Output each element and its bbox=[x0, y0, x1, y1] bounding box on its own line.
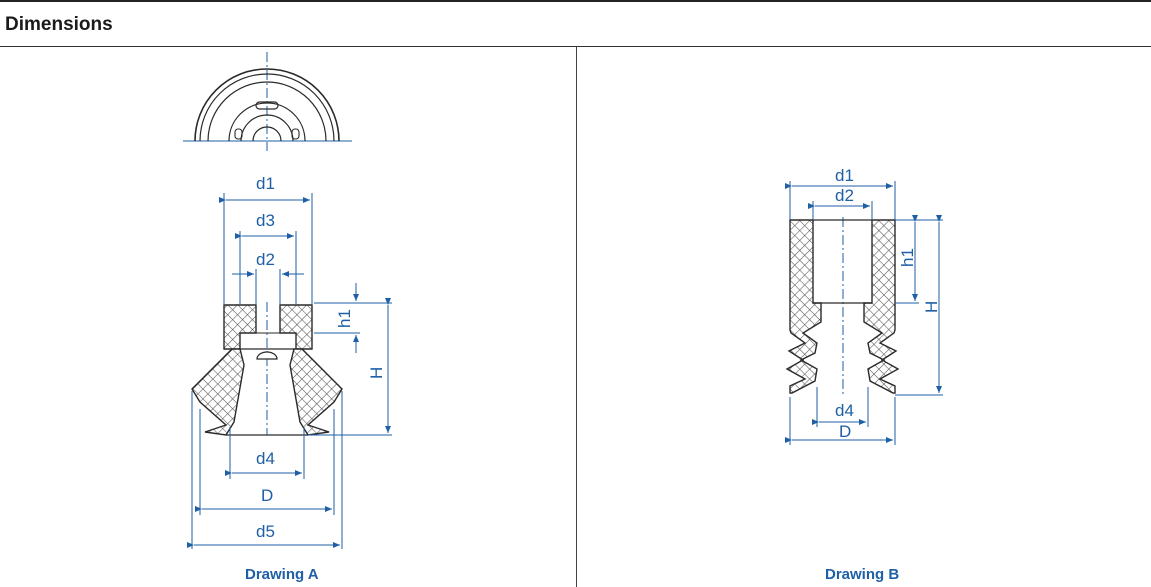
label-d4: d4 bbox=[835, 401, 854, 420]
label-d1: d1 bbox=[835, 166, 854, 185]
cross-section-b bbox=[785, 219, 900, 394]
drawing-b-panel: d1 d2 h1 H d4 D Drawing B bbox=[577, 47, 1151, 587]
label-d2: d2 bbox=[256, 250, 275, 269]
top-border bbox=[0, 0, 1151, 2]
header-divider bbox=[0, 46, 1151, 47]
label-H: H bbox=[367, 367, 386, 379]
label-H: H bbox=[922, 301, 941, 313]
label-D: D bbox=[839, 422, 851, 441]
caption-drawing-a: Drawing A bbox=[245, 566, 319, 583]
panel-divider bbox=[576, 47, 577, 587]
cross-section-a bbox=[191, 304, 343, 436]
caption-drawing-b: Drawing B bbox=[825, 566, 900, 583]
label-d3: d3 bbox=[256, 211, 275, 230]
drawing-a: d1 d3 d2 h1 H d4 D d5 bbox=[183, 52, 392, 549]
label-h1: h1 bbox=[898, 248, 917, 267]
label-D: D bbox=[261, 486, 273, 505]
top-view-a bbox=[183, 52, 352, 151]
dimensions-b bbox=[785, 181, 943, 445]
section-title: Dimensions bbox=[5, 14, 113, 35]
label-h1: h1 bbox=[335, 309, 354, 328]
label-d5: d5 bbox=[256, 522, 275, 541]
drawing-a-panel: d1 d3 d2 h1 H d4 D d5 Drawing A bbox=[0, 47, 576, 587]
label-d2: d2 bbox=[835, 186, 854, 205]
label-d4: d4 bbox=[256, 449, 275, 468]
section-header: Dimensions bbox=[0, 2, 1151, 46]
dimensions-a bbox=[187, 193, 392, 549]
drawing-b: d1 d2 h1 H d4 D bbox=[785, 166, 943, 445]
label-d1: d1 bbox=[256, 174, 275, 193]
